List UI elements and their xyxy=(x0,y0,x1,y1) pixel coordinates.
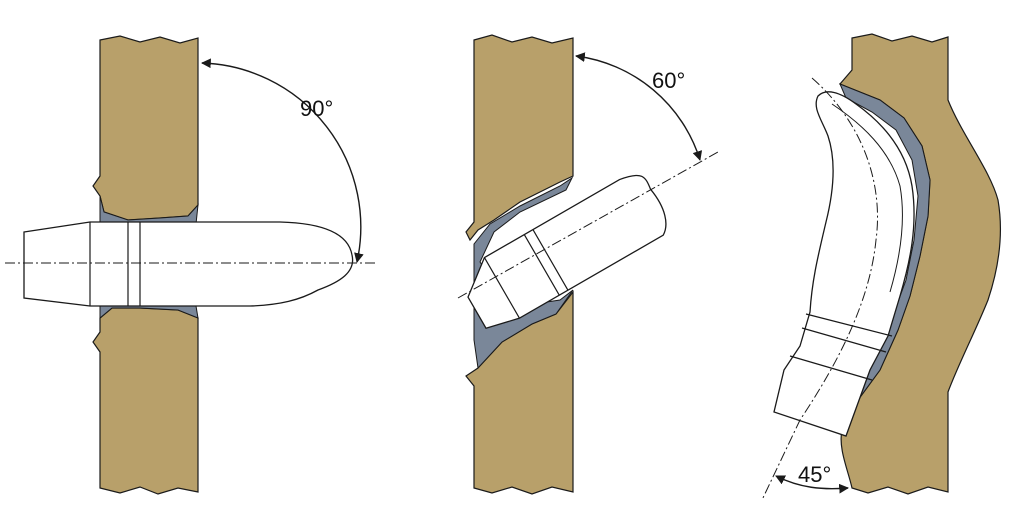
bullet-band-line xyxy=(801,327,887,353)
panel-45-degrees: 45° xyxy=(761,33,1001,501)
bullet xyxy=(23,221,354,307)
trajectory-axis xyxy=(761,77,878,501)
angle-label: 45° xyxy=(798,462,831,487)
trajectory-axis xyxy=(457,151,719,299)
bullet-band-line xyxy=(483,257,520,319)
angle-arc xyxy=(575,52,703,161)
wood-plank-upper xyxy=(92,35,199,221)
bullet-band-line xyxy=(523,234,560,296)
wood-plank-upper xyxy=(465,34,574,242)
bullet-band-line xyxy=(532,229,569,291)
angle-label: 60° xyxy=(652,68,685,93)
angle-arc xyxy=(775,475,849,494)
angle-arc xyxy=(201,58,364,263)
wood-plank-lower xyxy=(92,307,199,495)
bullet-band-line xyxy=(789,355,873,381)
bullet-contour xyxy=(831,103,903,293)
angle-label: 90° xyxy=(300,96,333,121)
panel-60-degrees: 60° xyxy=(457,34,719,495)
bullet-band-line xyxy=(805,313,893,337)
panel-90-degrees: 90° xyxy=(5,35,375,495)
